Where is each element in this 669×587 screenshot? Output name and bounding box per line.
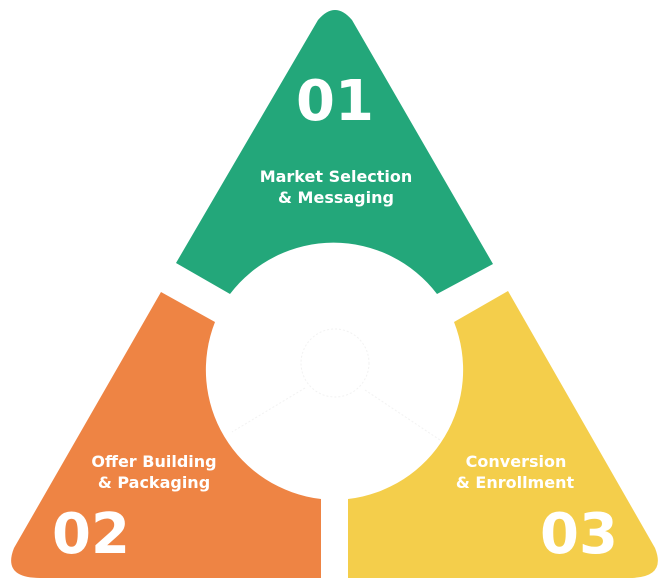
segment-01-shape: [176, 10, 493, 294]
segment-01-title-line1: Market Selection: [260, 167, 413, 186]
segment-01-title-line2: & Messaging: [278, 188, 394, 207]
segment-03-title-line2: & Enrollment: [456, 473, 575, 492]
person-icon: [231, 328, 441, 441]
segment-02-title-line2: & Packaging: [98, 473, 210, 492]
segment-03-number: 03: [540, 502, 618, 567]
segment-02-shape: [11, 292, 322, 578]
segment-02-title-line1: Offer Building: [91, 452, 216, 471]
segment-03-title-line1: Conversion: [466, 452, 567, 471]
segment-02-number: 02: [52, 502, 130, 567]
segment-01-number: 01: [296, 69, 374, 134]
segment-03-shape: [348, 291, 658, 578]
